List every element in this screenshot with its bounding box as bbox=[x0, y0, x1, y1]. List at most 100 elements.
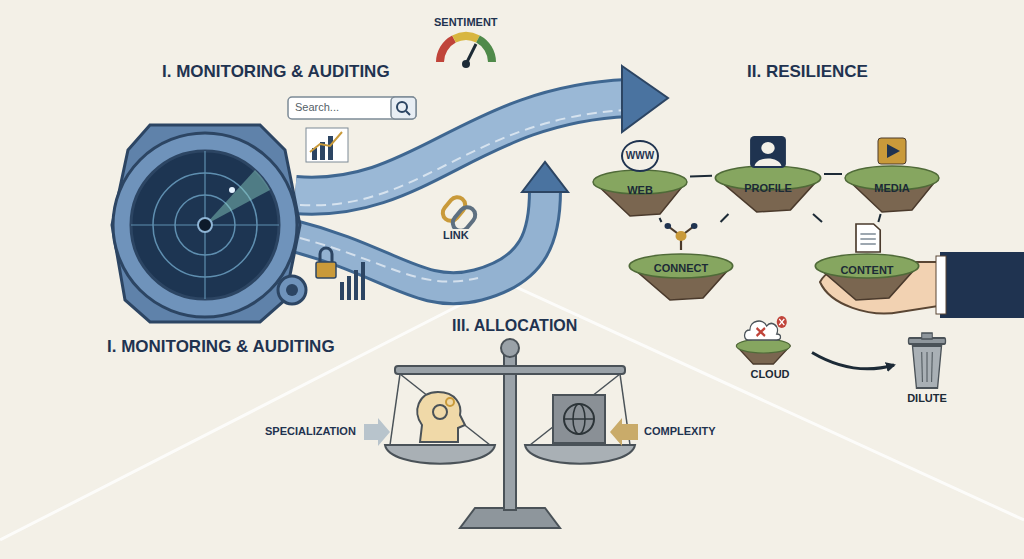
island-node: CONNECT bbox=[626, 222, 736, 302]
drawing-part bbox=[777, 316, 787, 328]
drawing-part bbox=[912, 346, 941, 388]
radar-device bbox=[112, 125, 306, 322]
drawing-part bbox=[564, 418, 594, 420]
node-shape bbox=[712, 134, 824, 214]
drawing-part bbox=[316, 262, 336, 278]
drawing-part bbox=[665, 223, 672, 229]
drawing-part bbox=[286, 284, 298, 296]
drawing-part bbox=[757, 328, 765, 336]
drawing-part bbox=[931, 352, 933, 382]
pointer-arrow bbox=[610, 418, 638, 446]
drawing-part bbox=[462, 60, 470, 68]
drawing-part bbox=[288, 97, 416, 119]
drawing-part bbox=[446, 398, 454, 406]
drawing-part bbox=[922, 333, 933, 339]
drawing-part bbox=[750, 136, 786, 168]
arrowhead bbox=[622, 66, 668, 132]
island-node: PROFILE bbox=[712, 134, 824, 214]
drawing-part bbox=[395, 366, 625, 374]
node-label: CLOUD bbox=[750, 368, 789, 380]
drawing-part bbox=[761, 142, 774, 154]
drawing-part bbox=[361, 262, 365, 300]
drawing-part bbox=[927, 352, 928, 382]
drawing-part bbox=[300, 110, 628, 205]
drawing-part bbox=[553, 395, 605, 443]
drawing-part bbox=[736, 339, 790, 353]
flow-arrow bbox=[812, 352, 894, 368]
trash-node: DILUTE bbox=[894, 330, 960, 410]
sentiment-gauge bbox=[440, 36, 492, 68]
link-line bbox=[813, 214, 822, 222]
node-shape bbox=[842, 134, 942, 214]
drawing-part bbox=[478, 39, 492, 62]
drawing-part bbox=[205, 170, 270, 225]
drawing-part bbox=[417, 392, 465, 442]
drawing-part bbox=[400, 374, 490, 445]
link-line bbox=[824, 173, 842, 175]
link-line bbox=[660, 218, 662, 222]
drawing-part bbox=[340, 282, 344, 300]
drawing-part bbox=[860, 234, 875, 244]
link-line bbox=[878, 214, 880, 222]
node-label: PROFILE bbox=[744, 182, 792, 194]
pointer-arrow bbox=[364, 418, 390, 446]
drawing-part bbox=[856, 224, 880, 252]
section-heading: I. MONITORING & AUDITING bbox=[105, 337, 337, 357]
search-node: Search... bbox=[287, 96, 417, 120]
drawing-part bbox=[390, 374, 400, 445]
drawing-part bbox=[815, 254, 918, 278]
drawing-part bbox=[300, 238, 478, 282]
section-heading: II. RESILIENCE bbox=[745, 62, 870, 82]
drawing-part bbox=[198, 218, 212, 232]
node-label: WWW bbox=[621, 140, 659, 172]
drawing-part bbox=[887, 144, 900, 158]
drawing-part bbox=[860, 233, 875, 235]
drawing-part bbox=[779, 319, 784, 325]
drawing-part bbox=[501, 339, 519, 357]
drawing-part bbox=[397, 102, 407, 112]
drawing-part bbox=[406, 111, 410, 115]
section-heading: III. ALLOCATION bbox=[450, 317, 579, 335]
drawing-part bbox=[390, 374, 630, 445]
drawing-part bbox=[310, 132, 342, 152]
drawing-part bbox=[328, 136, 333, 160]
drawing-part bbox=[454, 36, 478, 39]
drawing-part bbox=[112, 125, 300, 322]
drawing-part bbox=[347, 276, 351, 300]
link-line bbox=[690, 175, 712, 178]
arrowhead bbox=[522, 162, 568, 192]
drawing-part bbox=[676, 231, 687, 241]
drawing-part bbox=[229, 187, 235, 193]
drawing-part bbox=[564, 404, 594, 434]
drawing-part bbox=[940, 252, 1024, 318]
island-node: WWW WEB bbox=[590, 138, 690, 218]
balance-scale bbox=[385, 339, 635, 528]
drawing-part bbox=[921, 352, 923, 382]
drawing-part bbox=[860, 243, 875, 245]
mini-charts bbox=[306, 128, 365, 300]
drawing-part bbox=[278, 276, 306, 304]
node-label: MEDIA bbox=[874, 182, 909, 194]
island-node: MEDIA bbox=[842, 134, 942, 214]
drawing-part bbox=[755, 159, 782, 167]
tag-label: LINK bbox=[441, 229, 471, 242]
drawing-part bbox=[354, 270, 358, 300]
cloud-node: CLOUD bbox=[728, 306, 812, 386]
tag-label: SPECIALIZATION bbox=[263, 425, 358, 438]
tag-label: COMPLEXITY bbox=[642, 425, 718, 438]
node-shape bbox=[812, 222, 922, 302]
drawing-part bbox=[691, 223, 698, 229]
node-label: CONTENT bbox=[840, 264, 893, 276]
tag-label: SENTIMENT bbox=[432, 16, 500, 29]
drawing-part bbox=[391, 97, 416, 119]
flow-ribbon bbox=[290, 98, 628, 288]
drawing-part bbox=[113, 133, 297, 317]
drawing-part bbox=[530, 374, 620, 445]
node-label: Search... bbox=[295, 101, 339, 113]
drawing-part bbox=[629, 254, 732, 278]
node-label: CONNECT bbox=[654, 262, 708, 274]
drawing-part bbox=[433, 405, 447, 419]
node-label: WEB bbox=[627, 184, 653, 196]
drawing-part bbox=[922, 352, 933, 382]
